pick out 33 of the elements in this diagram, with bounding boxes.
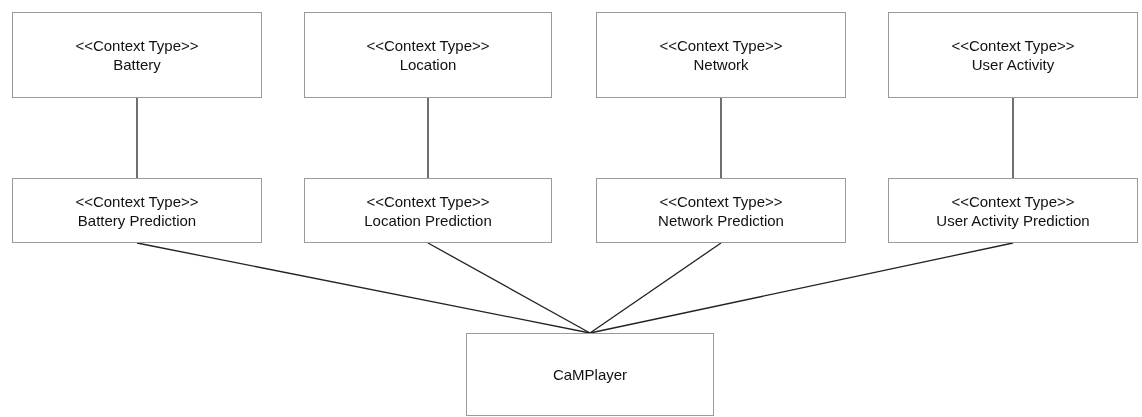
stereotype-label: <<Context Type>> — [75, 191, 199, 211]
class-name: Location — [399, 55, 457, 74]
stereotype-label: <<Context Type>> — [951, 191, 1075, 211]
stereotype-label: <<Context Type>> — [659, 36, 783, 55]
class-name: Battery Prediction — [77, 210, 197, 230]
class-box — [888, 12, 1138, 98]
class-name: Location Prediction — [364, 210, 492, 230]
stereotype-label: <<Context Type>> — [366, 36, 490, 55]
class-name: User Activity — [971, 55, 1055, 74]
class-box — [12, 12, 262, 98]
stereotype-label: <<Context Type>> — [366, 191, 490, 211]
class-name: Network Prediction — [658, 210, 784, 230]
connector-line — [427, 242, 591, 334]
class-box — [304, 178, 552, 243]
class-box — [888, 178, 1138, 243]
stereotype-label: <<Context Type>> — [951, 36, 1075, 55]
class-box — [304, 12, 552, 98]
class-box — [596, 178, 846, 243]
stereotype-label: <<Context Type>> — [659, 191, 783, 211]
class-name: Battery — [113, 55, 161, 74]
class-box — [466, 333, 714, 416]
class-name: Network — [693, 55, 749, 74]
connector-line — [1012, 97, 1014, 179]
class-box — [12, 178, 262, 243]
class-name: CaMPlayer — [552, 365, 628, 384]
class-name: User Activity Prediction — [936, 210, 1090, 230]
connector-line — [136, 97, 138, 179]
class-box — [596, 12, 846, 98]
connector-line — [720, 97, 722, 179]
connector-line — [136, 242, 591, 334]
connector-line — [427, 97, 429, 179]
stereotype-label: <<Context Type>> — [75, 36, 199, 55]
connector-line — [589, 242, 722, 334]
